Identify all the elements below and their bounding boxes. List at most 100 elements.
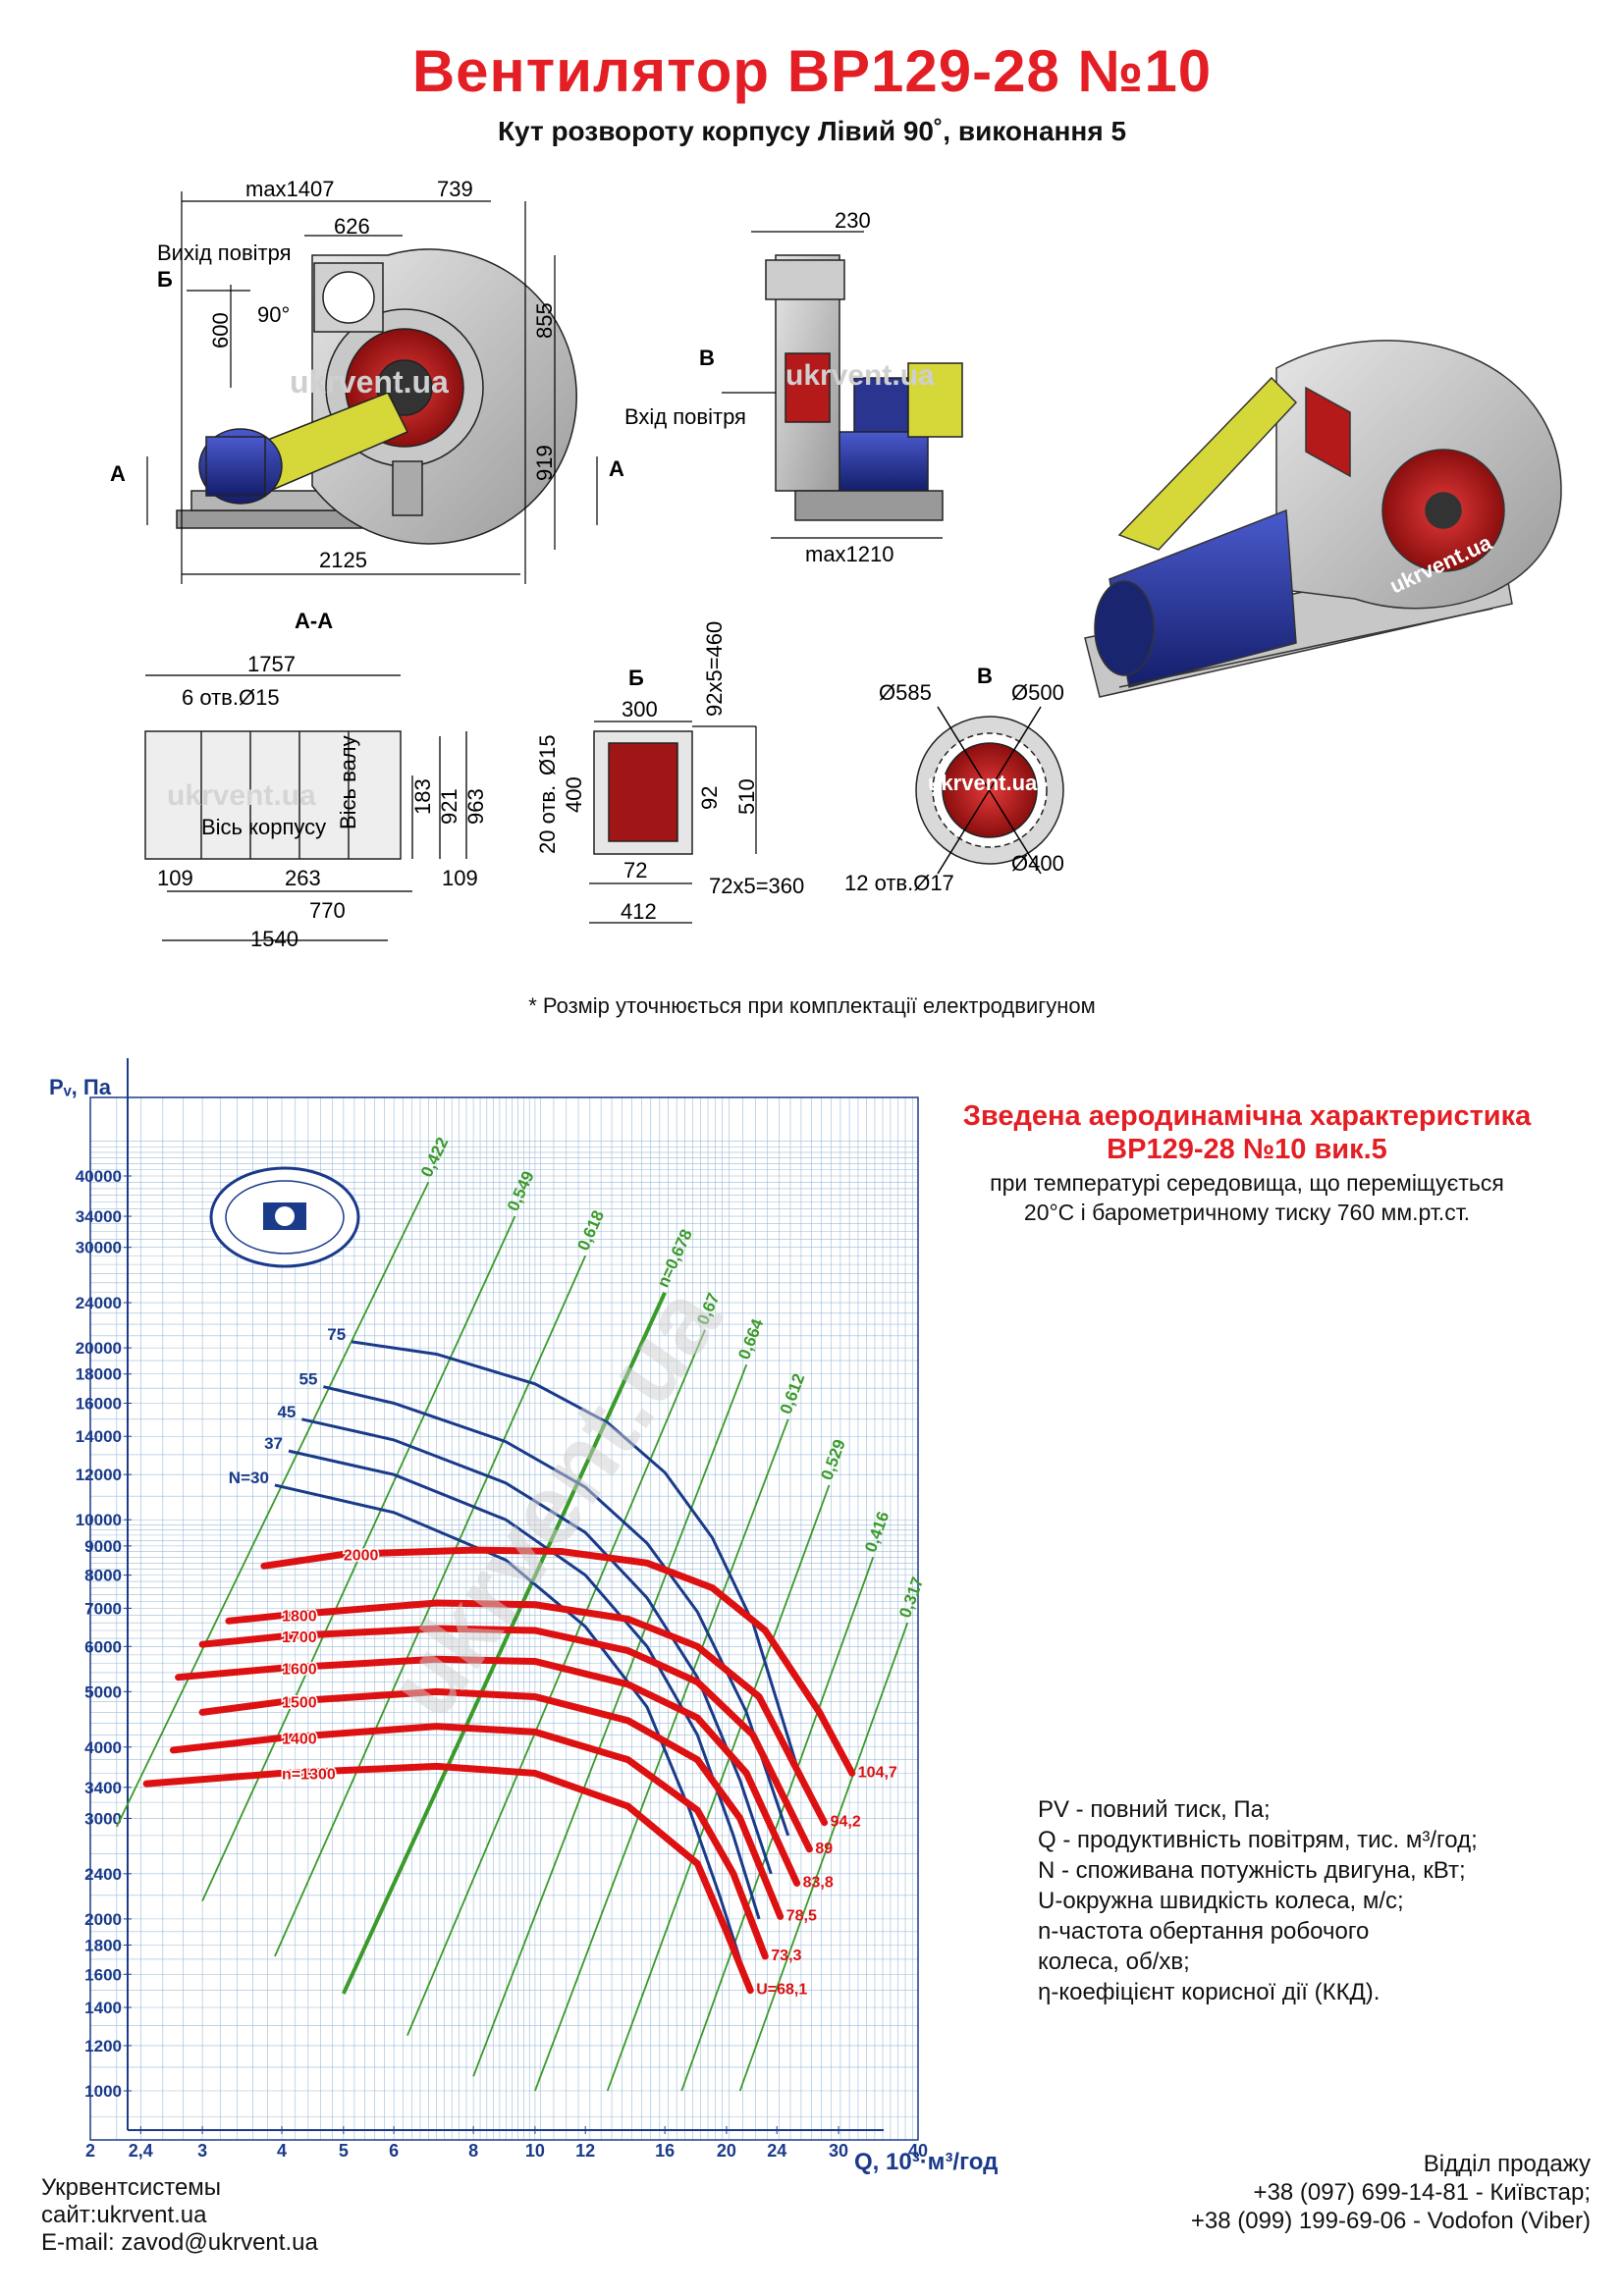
x-tick-label: 6: [389, 2141, 399, 2161]
efficiency-label: 0,529: [817, 1437, 848, 1482]
dim-300: 300: [622, 697, 658, 721]
chart-title: Зведена аеродинамічна характеристика ВР1…: [864, 1099, 1624, 1166]
flange-watermark: ukrvent.ua: [928, 771, 1038, 795]
sales-phone-kyivstar[interactable]: +38 (097) 699-14-81 - Київстар;: [1253, 2179, 1591, 2206]
sales-phone-vodafone[interactable]: +38 (099) 199-69-06 - Vodofon (Viber): [1190, 2208, 1591, 2234]
y-tick-label: 40000: [76, 1167, 122, 1186]
label-axis-body: Вісь корпусу: [201, 815, 326, 839]
company-site[interactable]: сайт:ukrvent.ua: [41, 2202, 207, 2228]
x-tick-label: 30: [829, 2141, 848, 2161]
dim-230: 230: [835, 208, 871, 233]
company-name: Укрвентсистемы: [41, 2174, 222, 2201]
y-tick-label: 1800: [84, 1936, 122, 1954]
dim-183: 183: [410, 778, 435, 815]
efficiency-label: 0,549: [504, 1168, 538, 1214]
power-curve-label: 45: [277, 1403, 296, 1421]
speed-curve-label: 1800: [282, 1609, 317, 1626]
x-tick-label: 4: [277, 2141, 287, 2161]
dim-855: 855: [532, 302, 557, 339]
x-tick-label: 2: [85, 2141, 95, 2161]
x-tick-label: 12: [575, 2141, 595, 2161]
power-curve: [288, 1449, 761, 1920]
y-tick-label: 3400: [84, 1779, 122, 1797]
speed-curve: [169, 1723, 769, 1960]
x-tick-label: 20: [717, 2141, 736, 2161]
speed-curves: n=1300U=68,1140073,3150078,5160083,81700…: [142, 1546, 897, 1999]
flange-b: [593, 730, 693, 855]
flange-v-title: В: [977, 664, 993, 688]
label-air-inlet: Вхід повітря: [624, 404, 746, 429]
flange-b-title: Б: [628, 666, 644, 690]
speed-curve: [198, 1687, 785, 1920]
label-view-v: В: [699, 346, 715, 370]
dim-2125: 2125: [319, 548, 367, 572]
efficiency-line: [472, 1363, 748, 2077]
y-tick-label: 9000: [84, 1537, 122, 1556]
x-tick-label: 3: [197, 2141, 207, 2161]
dim-510: 510: [734, 778, 759, 815]
tip-speed-label: 94,2: [831, 1814, 861, 1831]
dim-max1210: max1210: [805, 542, 894, 566]
y-tick-label: 3000: [84, 1809, 122, 1828]
power-curve: [323, 1385, 790, 1837]
dim-max1407: max1407: [245, 177, 335, 201]
y-tick-label: 24000: [76, 1294, 122, 1312]
x-tick-label: 16: [655, 2141, 675, 2161]
front-view: [176, 248, 577, 545]
y-tick-label: 10000: [76, 1511, 122, 1529]
x-tick-label: 10: [525, 2141, 545, 2161]
tip-speed-label: 78,5: [786, 1907, 817, 1924]
efficiency-line: [534, 1418, 789, 2092]
motor-note: * Розмір уточнюється при комплектації ел…: [528, 993, 1096, 1018]
plot-frame: [89, 1096, 919, 2141]
dim-400: 400: [562, 776, 586, 813]
sales-title: Відділ продажу: [1423, 2151, 1591, 2177]
watermark: ukrvent.ua: [290, 364, 449, 400]
legend-item: n-частота обертання робочого: [1038, 1918, 1370, 1945]
legend-item: PV - повний тиск, Па;: [1038, 1796, 1271, 1823]
y-tick-label: 2400: [84, 1865, 122, 1884]
flange-v: [915, 706, 1064, 875]
page-title: Вентилятор ВР129-28 №10: [411, 38, 1213, 104]
chart-axes: 1000120014001600180020002400300034004000…: [76, 1058, 928, 2161]
dim-holes-15: 6 отв.Ø15: [182, 685, 280, 710]
speed-curve: [175, 1655, 801, 1887]
power-curve-label: N=30: [229, 1468, 269, 1487]
y-axis-label: Pᵥ, Па: [49, 1075, 112, 1099]
y-tick-label: 5000: [84, 1682, 122, 1701]
y-tick-label: 14000: [76, 1427, 122, 1446]
power-curve-label: 75: [327, 1325, 346, 1344]
dim-12-holes: 12 отв.Ø17: [844, 871, 954, 895]
tip-speed-label: 89: [815, 1841, 833, 1857]
y-tick-label: 1400: [84, 1999, 122, 2017]
chart-stamp: [209, 1166, 360, 1268]
dim-626: 626: [334, 214, 370, 239]
performance-chart: 1000120014001600180020002400300034004000…: [49, 1058, 998, 2175]
speed-curve: [225, 1599, 829, 1827]
x-tick-label: 40: [908, 2141, 928, 2161]
company-email[interactable]: E-mail: zavod@ukrvent.ua: [41, 2229, 318, 2256]
dim-20-holes: 20 отв.: [535, 785, 560, 854]
efficiency-label: 0,618: [573, 1207, 608, 1254]
label-angle: 90°: [257, 302, 290, 327]
x-tick-label: 2,4: [129, 2141, 153, 2161]
y-tick-label: 1600: [84, 1965, 122, 1984]
dim-739: 739: [437, 177, 473, 201]
y-tick-label: 34000: [76, 1207, 122, 1226]
dim-919: 919: [532, 445, 557, 481]
efficiency-line: [342, 1291, 667, 1995]
efficiency-label: 0,612: [777, 1371, 809, 1417]
y-tick-label: 20000: [76, 1339, 122, 1358]
label-view-b: Б: [157, 267, 173, 292]
speed-curve-label: 1400: [282, 1731, 317, 1747]
dim-d500: Ø500: [1011, 680, 1064, 705]
page-subtitle: Кут розвороту корпусу Лівий 90˚, виконан…: [497, 116, 1127, 146]
legend: PV - повний тиск, Па; Q - продуктивність…: [1038, 1794, 1478, 2007]
dim-921: 921: [437, 788, 461, 825]
dim-963: 963: [463, 788, 488, 825]
chart-conditions-line-2: 20°C і барометричному тиску 760 мм.рт.ст…: [1023, 1200, 1471, 1225]
dim-263: 263: [285, 866, 321, 890]
x-axis-label: Q, 10³·м³/год: [854, 2149, 998, 2175]
efficiency-line: [116, 1182, 430, 1828]
efficiency-line: [680, 1557, 875, 2092]
